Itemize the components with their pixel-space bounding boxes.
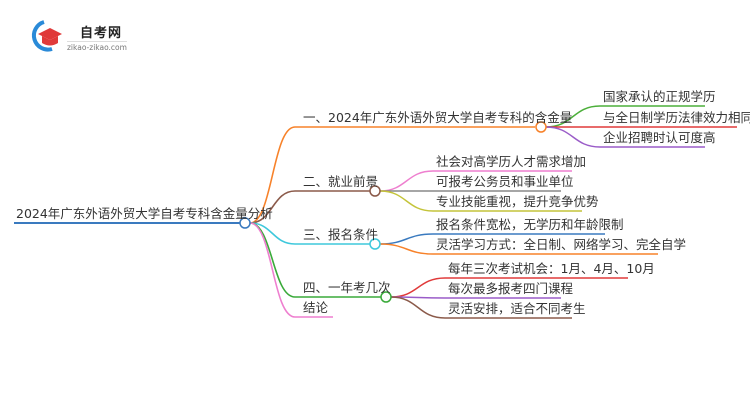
leaf-connector: [379, 190, 434, 212]
leaf-connector: [545, 126, 601, 148]
branch-connector: [249, 190, 296, 224]
leaf-node[interactable]: 每次最多报考四门课程: [448, 281, 574, 296]
branch-node[interactable]: 四、一年考几次: [303, 280, 391, 295]
branch-node[interactable]: 结论: [303, 300, 329, 315]
branch-collapse-toggle[interactable]: [380, 291, 392, 303]
logo-title: 自考网: [80, 26, 123, 41]
branch-connector: [249, 222, 296, 245]
branch-node[interactable]: 二、就业前景: [303, 174, 379, 189]
branch-collapse-toggle[interactable]: [369, 185, 381, 197]
branch-collapse-toggle[interactable]: [535, 121, 547, 133]
branch-connector: [249, 222, 296, 318]
leaf-node[interactable]: 国家承认的正规学历: [603, 89, 716, 104]
leaf-node[interactable]: 与全日制学历法律效力相同: [603, 110, 750, 125]
leaf-node[interactable]: 专业技能重视，提升竞争优势: [436, 194, 599, 209]
leaf-connector: [390, 296, 446, 319]
leaf-node[interactable]: 可报考公务员和事业单位: [436, 174, 574, 189]
leaf-node[interactable]: 灵活学习方式：全日制、网络学习、完全自学: [436, 237, 687, 252]
logo-url: zikao-zikao.com: [67, 41, 127, 52]
leaf-node[interactable]: 报名条件宽松，无学历和年龄限制: [436, 217, 624, 232]
leaf-node[interactable]: 每年三次考试机会：1月、4月、10月: [448, 261, 655, 276]
branch-node[interactable]: 一、2024年广东外语外贸大学自考专科的含金量: [303, 110, 573, 125]
branch-connector: [249, 126, 296, 224]
leaf-connector: [379, 170, 434, 192]
leaf-node[interactable]: 灵活安排，适合不同考生: [448, 301, 586, 316]
root-collapse-toggle[interactable]: [239, 217, 251, 229]
leaf-connector: [390, 277, 446, 298]
leaf-connector: [379, 233, 434, 245]
leaf-node[interactable]: 社会对高学历人才需求增加: [436, 154, 587, 169]
branch-node[interactable]: 三、报名条件: [303, 227, 379, 242]
leaf-connector: [379, 243, 434, 255]
branch-collapse-toggle[interactable]: [369, 238, 381, 250]
logo-icon: [31, 20, 62, 52]
leaf-node[interactable]: 企业招聘时认可度高: [603, 130, 716, 145]
root-node[interactable]: 2024年广东外语外贸大学自考专科含金量分析: [16, 206, 273, 221]
